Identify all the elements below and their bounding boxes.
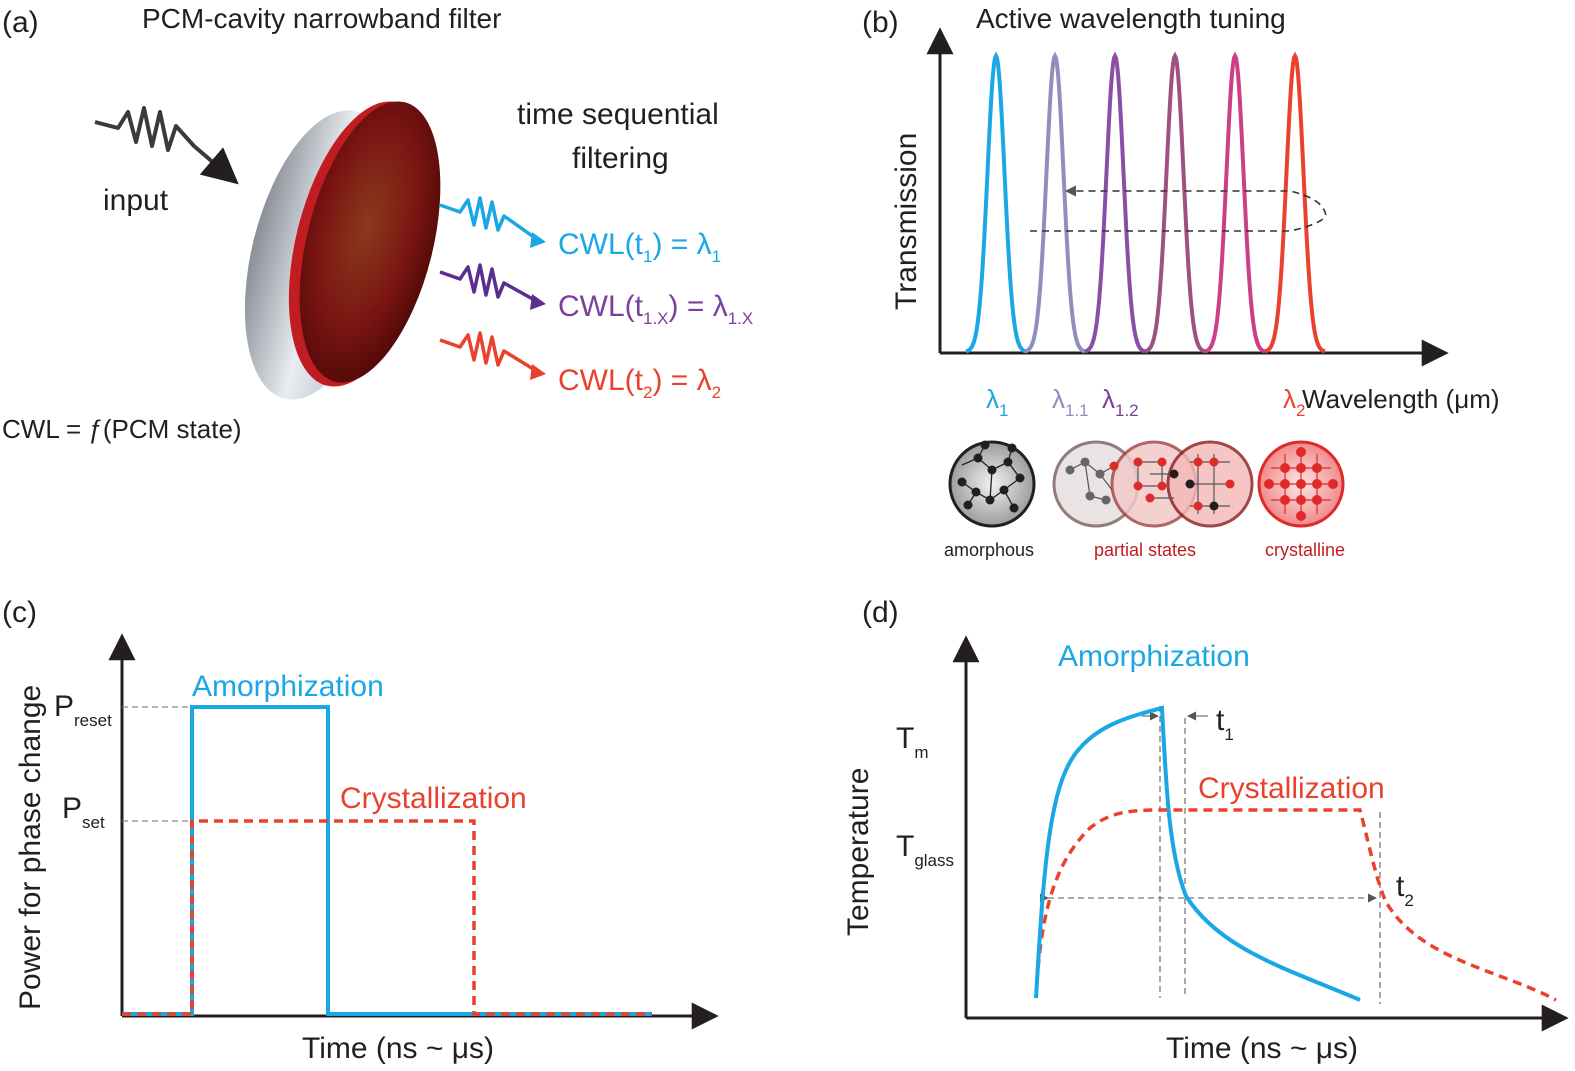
panel-b-title: Active wavelength tuning — [976, 3, 1286, 34]
time-axis-label-c: Time (ns ~ μs) — [302, 1032, 494, 1065]
output-wave-blue-icon — [439, 196, 540, 242]
tuning-arrow — [1030, 185, 1327, 232]
amorphization-curve — [1034, 705, 1361, 1002]
crystallization-label-d: Crystallization — [1198, 772, 1385, 805]
t1-label: t1 — [1216, 704, 1234, 744]
pcm-disc-icon — [244, 101, 441, 400]
tm-label: Tm — [896, 722, 929, 762]
filtering-line-2: filtering — [572, 142, 669, 175]
power-axis-label: Power for phase change — [14, 685, 47, 1010]
panel-b: (b) Active wavelength tuning Transmissio… — [862, 3, 1500, 560]
wavelength-label: Wavelength (μm) — [1302, 384, 1500, 414]
input-label: input — [103, 184, 169, 217]
amorphization-pulse — [122, 705, 652, 1016]
amorphization-label-d: Amorphization — [1058, 640, 1250, 673]
crystalline-structure-icon — [1257, 440, 1345, 528]
lambda-1-label: λ1 — [986, 384, 1008, 420]
filtering-line-1: time sequential — [517, 98, 719, 131]
transmission-label: Transmission — [890, 133, 923, 310]
partial-states-label: partial states — [1094, 540, 1196, 560]
cwl-output-1: CWL(t1) = λ1 — [558, 228, 721, 266]
panel-c: (c) Power for phase change Time (ns ~ μs… — [2, 596, 719, 1065]
temperature-axis-label: Temperature — [842, 768, 875, 936]
partial-states-structure-icon — [1052, 440, 1254, 528]
panel-d: (d) Temperature Time (ns ~ μs) Tm Tglass… — [842, 596, 1569, 1065]
crystallization-curve — [1034, 808, 1557, 1002]
transmission-peak — [1084, 51, 1146, 354]
cwl-output-1x: CWL(t1.X) = λ1.X — [558, 290, 753, 328]
transmission-peak — [1264, 51, 1326, 354]
lambda-1-2-label: λ1.2 — [1102, 384, 1139, 420]
transmission-peak — [965, 51, 1027, 354]
tglass-label: Tglass — [896, 830, 954, 870]
cwl-formula: CWL = ƒ(PCM state) — [2, 414, 242, 444]
lambda-2-label: λ2 — [1283, 384, 1305, 420]
amorphization-label-c: Amorphization — [192, 670, 384, 703]
panel-a-label: (a) — [2, 6, 39, 39]
panel-c-label: (c) — [2, 596, 37, 629]
panel-a: (a) PCM-cavity narrowband filter input t… — [2, 3, 753, 444]
output-wave-red-icon — [439, 331, 539, 374]
amorphous-label: amorphous — [944, 540, 1034, 560]
p-reset-label: Preset — [54, 690, 112, 730]
transmission-peak — [1024, 51, 1086, 354]
panel-b-label: (b) — [862, 6, 899, 39]
panel-d-label: (d) — [862, 596, 899, 629]
t2-label: t2 — [1396, 870, 1414, 910]
crystalline-label: crystalline — [1265, 540, 1345, 560]
output-wave-purple-icon — [439, 263, 539, 304]
crystallization-label-c: Crystallization — [340, 782, 527, 815]
panel-a-title: PCM-cavity narrowband filter — [142, 3, 501, 34]
cwl-output-2: CWL(t2) = λ2 — [558, 364, 721, 402]
amorphous-structure-icon — [948, 440, 1036, 528]
input-wave-icon — [94, 106, 239, 185]
transmission-peak — [1144, 51, 1206, 354]
transmission-peak — [1204, 51, 1266, 354]
p-set-label: Pset — [62, 792, 105, 832]
transmission-peaks — [965, 51, 1326, 354]
crystallization-pulse — [122, 819, 652, 1016]
time-axis-label-d: Time (ns ~ μs) — [1166, 1032, 1358, 1065]
lambda-1-1-label: λ1.1 — [1052, 384, 1089, 420]
